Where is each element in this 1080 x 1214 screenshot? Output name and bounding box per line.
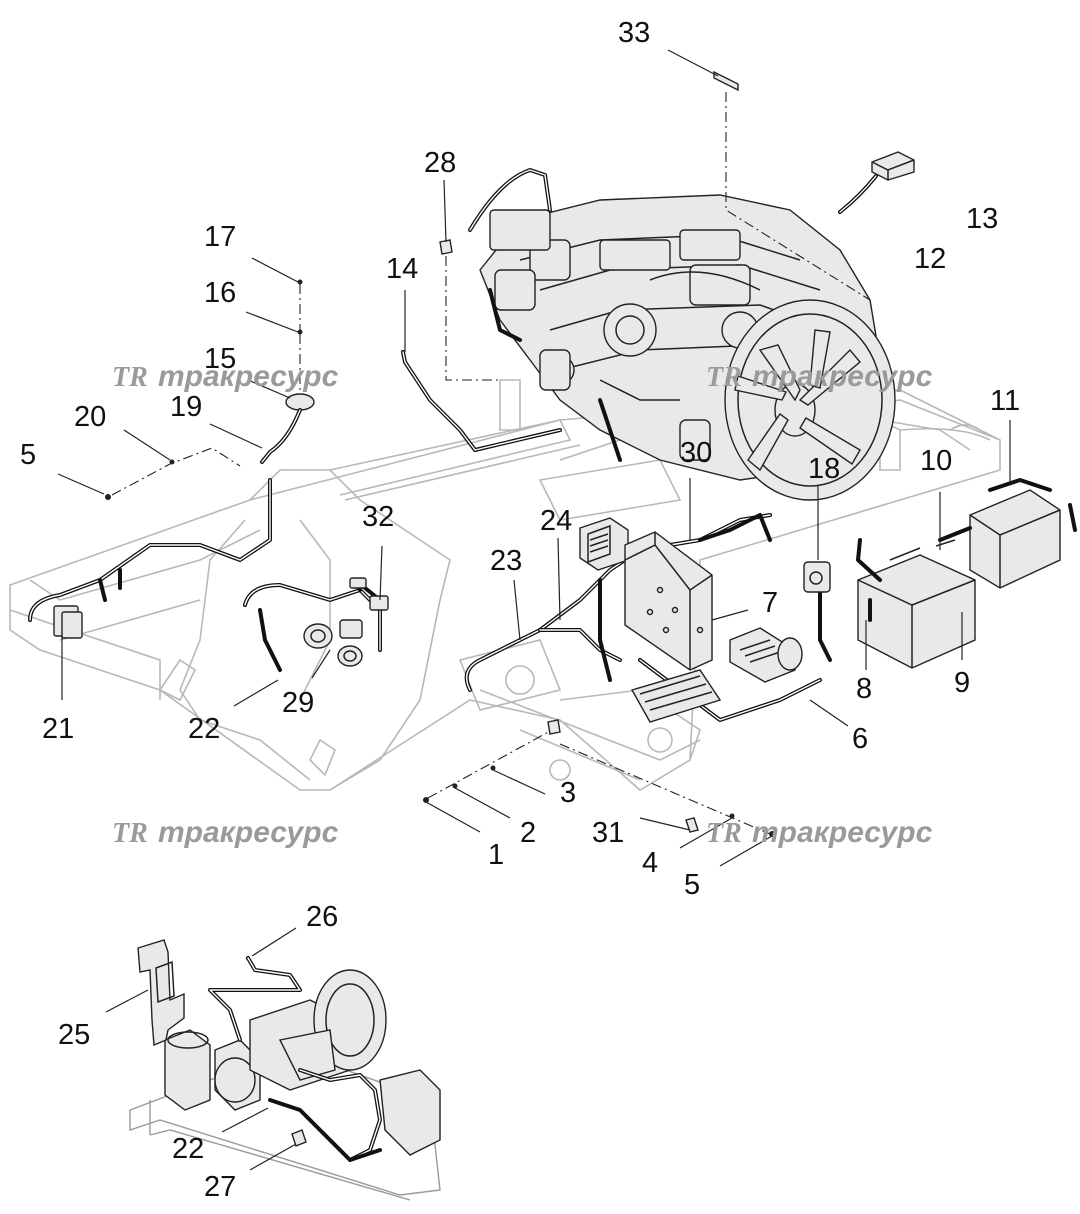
callout-33: 33: [618, 17, 650, 49]
callout-5-bottom: 5: [684, 869, 700, 901]
callout-6: 6: [852, 723, 868, 755]
callout-9: 9: [954, 667, 970, 699]
callout-1: 1: [488, 839, 504, 871]
harness-center: [464, 478, 849, 727]
callout-13: 13: [966, 203, 998, 235]
callout-20: 20: [74, 401, 106, 433]
callout-4: 4: [642, 847, 658, 879]
clip-28: [439, 179, 500, 381]
callout-10: 10: [920, 445, 952, 477]
watermark-1: TR тракресурс: [112, 360, 339, 393]
svg-text:TR: TR: [706, 362, 742, 393]
svg-text:TR: TR: [112, 818, 148, 849]
svg-text:TR: TR: [112, 362, 148, 393]
svg-text:тракресурс: тракресурс: [158, 360, 339, 393]
callout-23: 23: [490, 545, 522, 577]
callout-22-top: 22: [188, 713, 220, 745]
callout-15: 15: [204, 343, 236, 375]
callout-22-bottom: 22: [172, 1133, 204, 1165]
callout-30: 30: [680, 437, 712, 469]
svg-text:TR: TR: [706, 818, 742, 849]
callout-16: 16: [204, 277, 236, 309]
callout-28: 28: [424, 147, 456, 179]
callout-5-top: 5: [20, 439, 36, 471]
callout-29: 29: [282, 687, 314, 719]
svg-text:тракресурс: тракресурс: [158, 816, 339, 849]
svg-text:тракресурс: тракресурс: [752, 816, 933, 849]
watermark-2: TR тракресурс: [706, 360, 933, 393]
callout-14: 14: [386, 253, 418, 285]
callout-17: 17: [204, 221, 236, 253]
callout-2: 2: [520, 817, 536, 849]
callout-24: 24: [540, 505, 572, 537]
callout-labels: 33 28 13 12 17 14 16 15 20 19 5 11 30 10…: [20, 17, 1020, 1203]
sensor-15-stack: [245, 257, 315, 464]
callout-26: 26: [306, 901, 338, 933]
callout-8: 8: [856, 673, 872, 705]
harness-14: [401, 290, 562, 452]
callout-3: 3: [560, 777, 576, 809]
callout-25: 25: [58, 1019, 90, 1051]
batteries: [856, 420, 1077, 670]
clip-20-5: [57, 423, 263, 500]
pump-assembly: [105, 927, 441, 1201]
watermark-4: TR тракресурс: [706, 816, 933, 849]
sensor-13: [838, 151, 915, 214]
callout-32: 32: [362, 501, 394, 533]
callout-12: 12: [914, 243, 946, 275]
engine-assembly: [468, 168, 896, 501]
svg-text:тракресурс: тракресурс: [752, 360, 933, 393]
callout-7: 7: [762, 587, 778, 619]
main-frame: [9, 379, 1001, 791]
callout-31: 31: [592, 817, 624, 849]
callout-19: 19: [170, 391, 202, 423]
callout-27: 27: [204, 1171, 236, 1203]
bracket-33: [667, 49, 871, 301]
fasteners-bottom: [423, 719, 775, 867]
callout-18: 18: [808, 453, 840, 485]
watermark-3: TR тракресурс: [112, 816, 339, 849]
harness-left: [28, 478, 389, 707]
callout-11: 11: [990, 385, 1020, 417]
callout-21: 21: [42, 713, 74, 745]
